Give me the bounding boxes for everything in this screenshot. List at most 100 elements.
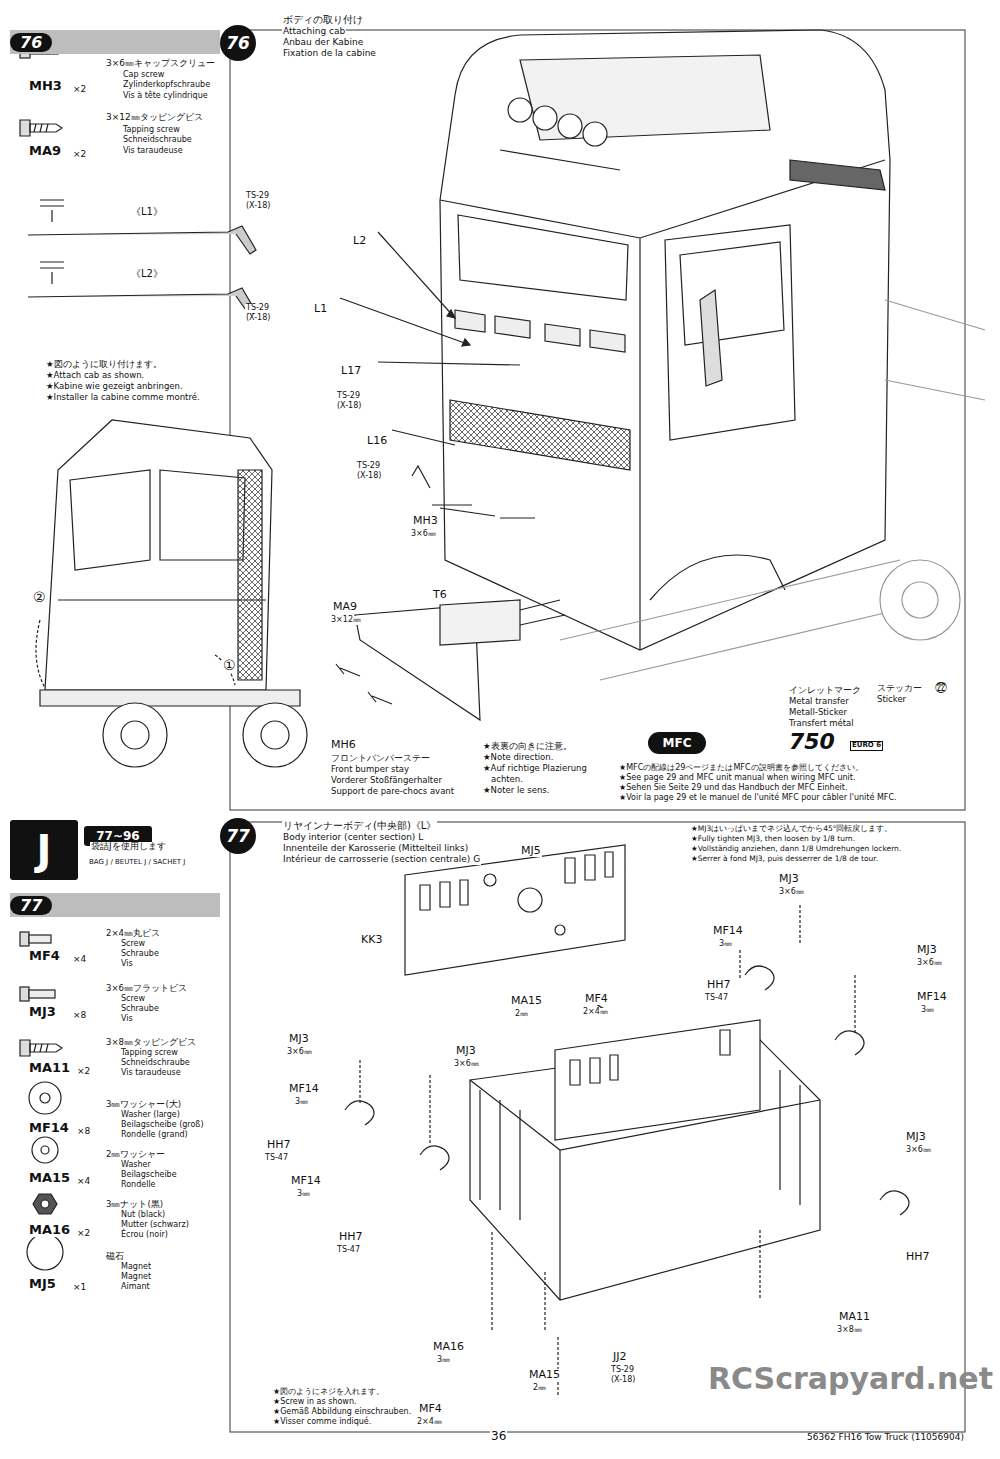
- note-text: ★図のように取り付けます。: [45, 360, 163, 369]
- part-label: 2×4㎜: [416, 1418, 443, 1427]
- callout-number: MJ5: [28, 1277, 57, 1291]
- callout-number: MA16: [28, 1223, 71, 1237]
- callout-number: MA15: [510, 995, 543, 1007]
- part-label: 3×12㎜: [330, 616, 362, 625]
- callout-number: MJ3: [778, 873, 800, 885]
- part-label: 3×8㎜タッピングビス: [105, 1038, 197, 1047]
- part-label: Schneidschraube: [122, 136, 193, 145]
- part-label: Vorderer Stoßfängerhalter: [330, 776, 443, 785]
- step-number: 77~96: [92, 829, 143, 843]
- note-text: ★Note direction.: [482, 753, 554, 762]
- note-text: ★Voir la page 29 et le manuel de l'unité…: [618, 794, 898, 803]
- callout-number: MF4: [418, 1403, 443, 1415]
- part-label: Transfert métal: [788, 719, 855, 728]
- part-label: Tapping screw: [120, 1049, 179, 1058]
- part-label: Fixation de la cabine: [282, 49, 377, 59]
- note-text: ★表裏の向きに注意。: [482, 742, 573, 751]
- note-text: ★図のようにネジを入れます。: [272, 1388, 385, 1397]
- part-label: 3㎜: [718, 940, 733, 949]
- part-label: Magnet: [120, 1263, 152, 1272]
- callout-number: L17: [340, 365, 362, 377]
- part-label: Magnet: [120, 1273, 152, 1282]
- part-label: 3×6㎜: [410, 530, 437, 539]
- note-text: ★Auf richtige Plazierung: [482, 764, 588, 773]
- callout-number: 750: [788, 730, 836, 754]
- part-label: Screw: [120, 995, 146, 1004]
- part-label: TS-29: [245, 304, 270, 313]
- part-label: ×4: [72, 955, 87, 965]
- part-label: ×4: [76, 1177, 91, 1187]
- part-label: 袋詰Jを使用します: [90, 842, 167, 852]
- step-header-bar: 76: [10, 30, 220, 54]
- part-label: ×8: [76, 1127, 91, 1137]
- note-text: ★Noter le sens.: [482, 786, 550, 795]
- part-label: フロントバンパーステー: [330, 754, 431, 763]
- step-number: 77: [10, 896, 52, 915]
- part-label: 2×4㎜丸ビス: [105, 929, 161, 938]
- part-label: 磁石: [105, 1252, 125, 1261]
- step-badge: 77: [220, 818, 256, 854]
- callout-number: MH6: [330, 739, 357, 751]
- part-label: 《L1》: [130, 206, 164, 217]
- callout-number: L1: [313, 303, 328, 315]
- part-label: Rondelle: [120, 1181, 157, 1190]
- note-text: ★Fully tighten MJ3, then loosen by 1/8 t…: [690, 835, 856, 843]
- callout-number: MJ5: [520, 845, 542, 857]
- note-text: ★MFCの配線は29ページまたはMFCの説明書を参照してください。: [618, 764, 864, 773]
- part-label: achten.: [490, 775, 524, 784]
- part-label: 3㎜: [294, 1098, 309, 1107]
- part-label: Schneidschraube: [120, 1059, 191, 1068]
- part-label: 2㎜: [532, 1384, 547, 1393]
- part-label: Front bumper stay: [330, 765, 410, 774]
- part-label: (X-18): [336, 402, 362, 411]
- callout-number: MA15: [28, 1171, 71, 1185]
- part-label: TS-29: [336, 392, 361, 401]
- step-badge: 76: [220, 25, 256, 61]
- part-label: (X-18): [610, 1376, 636, 1385]
- note-text: ★Visser comme indiqué.: [272, 1418, 372, 1427]
- callout-number: 36: [490, 1430, 507, 1443]
- part-label: Rondelle (grand): [120, 1131, 189, 1140]
- note-text: ★Attach cab as shown.: [45, 371, 145, 380]
- part-label: Screw: [120, 940, 146, 949]
- part-label: ×2: [76, 1229, 91, 1239]
- part-label: Schraube: [120, 1005, 160, 1014]
- note-text: ★Gemäß Abbildung einschrauben.: [272, 1408, 412, 1417]
- part-label: Body interior (center section) L: [282, 833, 424, 843]
- part-label: Anbau der Kabine: [282, 38, 364, 48]
- callout-number: HH7: [706, 979, 732, 991]
- part-label: 2×4㎜: [582, 1008, 609, 1017]
- part-label: Metall-Sticker: [788, 708, 848, 717]
- part-label: Mutter (schwarz): [120, 1221, 190, 1230]
- callout-number: L2: [352, 235, 367, 247]
- part-label: 3×6㎜フラットビス: [105, 984, 188, 993]
- callout-number: MJ3: [905, 1131, 927, 1143]
- callout-number: ㉒: [934, 682, 948, 695]
- part-label: 2㎜: [514, 1010, 529, 1019]
- part-label: 《L2》: [130, 268, 164, 279]
- part-label: 3×8㎜: [836, 1326, 863, 1335]
- note-text: ★MJ3はいっぱいまでネジ込んでから45°回転戻します。: [690, 825, 893, 833]
- part-label: Tapping screw: [122, 126, 181, 135]
- part-label: 3×12㎜タッピングビス: [105, 113, 204, 123]
- part-label: TS-29: [356, 462, 381, 471]
- part-label: Beilagscheibe (groß): [120, 1121, 205, 1130]
- watermark: RCScrapyard.net: [707, 1362, 994, 1395]
- part-label: TS-47: [336, 1246, 361, 1255]
- part-label: Vis: [120, 1015, 134, 1024]
- note-text: ★Kabine wie gezeigt anbringen.: [45, 382, 184, 391]
- part-label: 3㎜: [296, 1190, 311, 1199]
- part-label: 3×6㎜: [453, 1060, 480, 1069]
- callout-number: JJ2: [612, 1351, 628, 1363]
- part-label: Attaching cab: [282, 27, 346, 37]
- callout-number: MA9: [332, 601, 358, 613]
- note-text: ★See page 29 and MFC unit manual when wi…: [618, 774, 856, 783]
- part-label: 56362 FH16 Tow Truck (11056904): [806, 1433, 965, 1443]
- part-label: Nut (black): [120, 1211, 166, 1220]
- note-text: ★Installer la cabine comme montré.: [45, 393, 201, 402]
- part-label: TS-47: [264, 1154, 289, 1163]
- part-label: ×2: [72, 85, 87, 95]
- note-text: ★Vollständig anziehen, dann 1/8 Umdrehun…: [690, 845, 902, 853]
- callout-number: MH3: [28, 79, 63, 93]
